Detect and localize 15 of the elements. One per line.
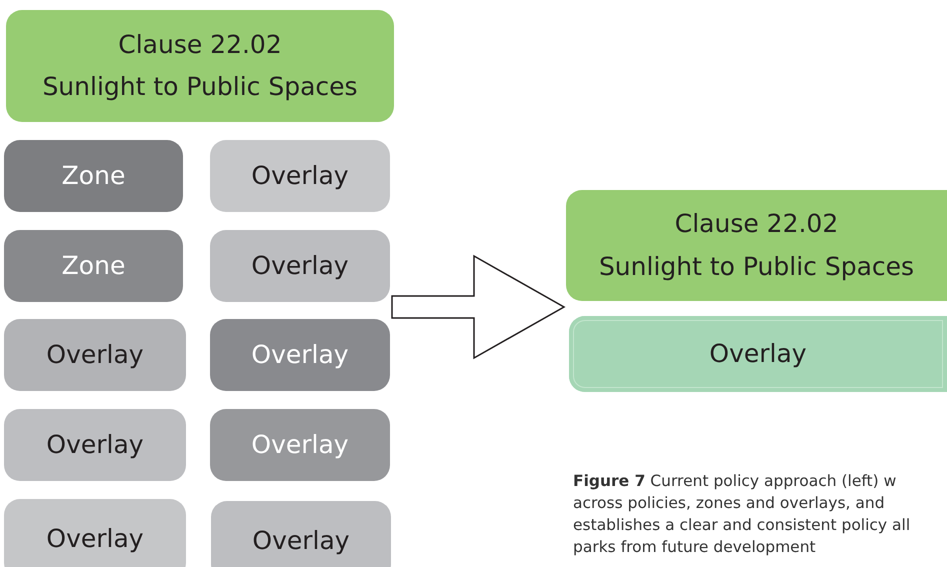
- clause-box: Clause 22.02 Sunlight to Public Spaces: [566, 190, 947, 301]
- overlay-box: Overlay: [210, 319, 390, 391]
- block-arrow: [391, 254, 566, 360]
- zone-box: Zone: [4, 140, 183, 212]
- overlay-box: Overlay: [4, 409, 186, 481]
- overlay-box: Overlay: [210, 140, 390, 212]
- clause-box: Clause 22.02 Sunlight to Public Spaces: [6, 10, 394, 122]
- overlay-box: Overlay: [211, 501, 391, 567]
- overlay-box: Overlay: [4, 499, 186, 567]
- overlay-box: Overlay: [569, 316, 947, 392]
- overlay-box: Overlay: [210, 230, 390, 302]
- figure-caption: Figure 7 Current policy approach (left) w across policies, zones and overlays, and establishes a clear and consistent policy all parks from future development: [573, 471, 912, 558]
- zone-box: Zone: [4, 230, 183, 302]
- overlay-box: Overlay: [210, 409, 390, 481]
- overlay-box: Overlay: [4, 319, 186, 391]
